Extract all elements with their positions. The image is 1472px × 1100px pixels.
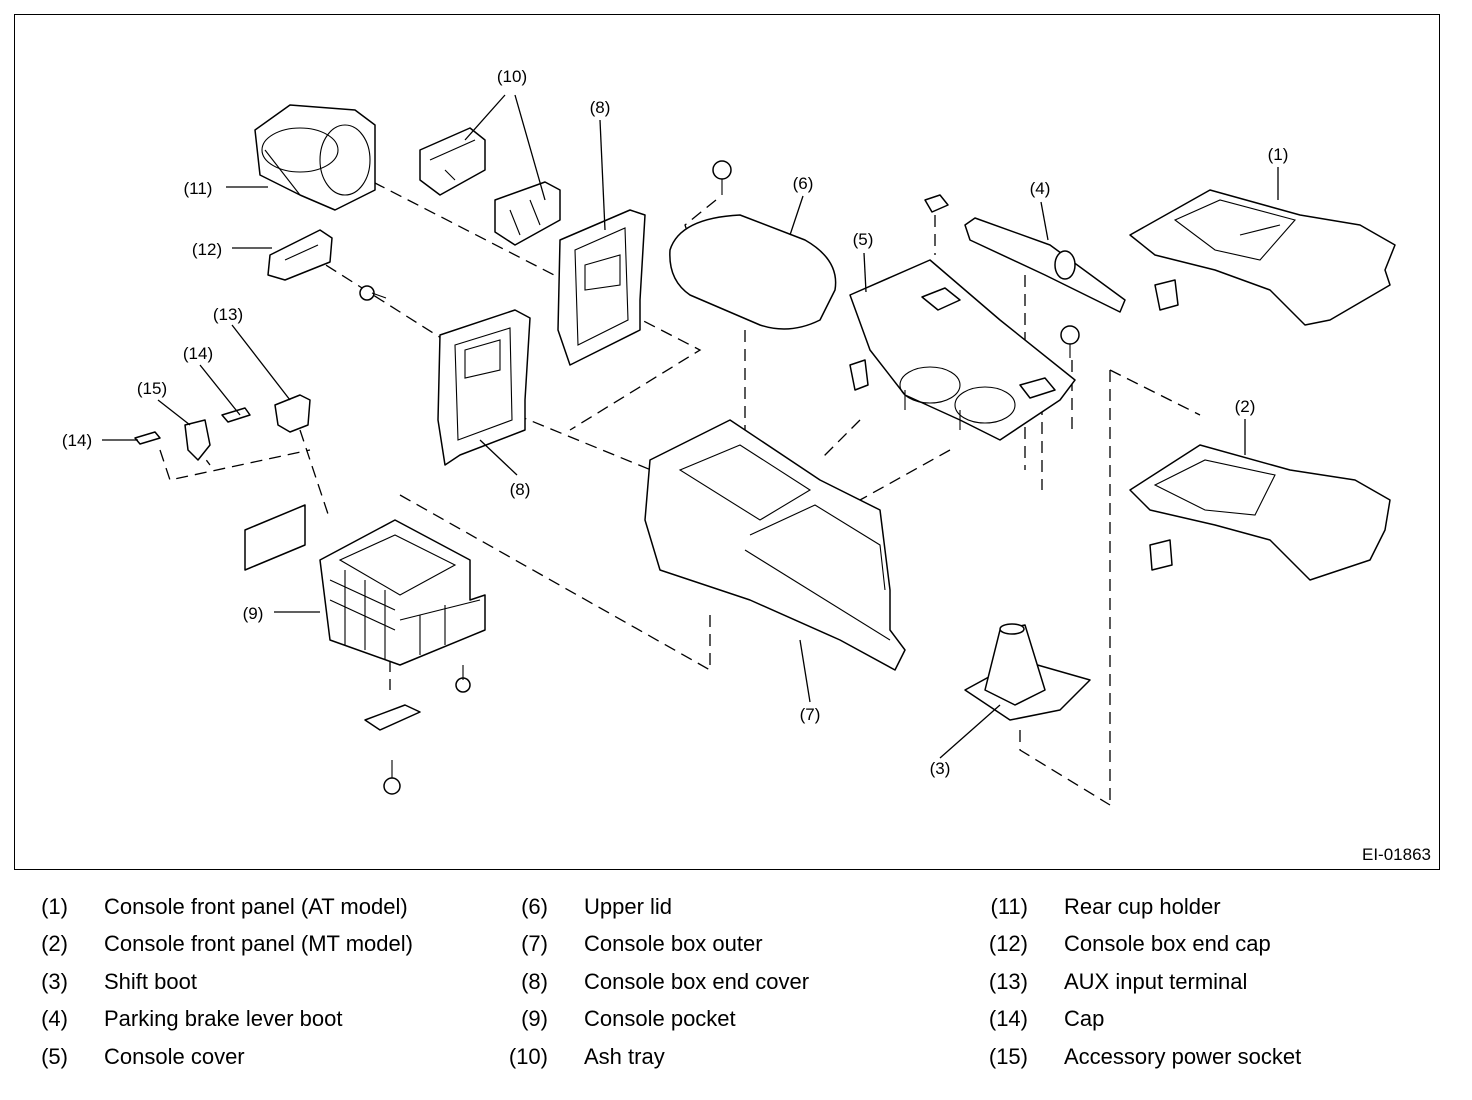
legend-row: (9) Console pocket	[484, 1001, 809, 1039]
legend-row: (1) Console front panel (AT model)	[4, 888, 413, 926]
callout-13: (13)	[213, 305, 243, 324]
legend-label: Console cover	[104, 1043, 245, 1069]
figure-id: EI-01863	[1362, 845, 1431, 864]
legend-label: Console front panel (AT model)	[104, 893, 408, 919]
legend-number: (13)	[988, 968, 1028, 994]
legend-number: (12)	[988, 931, 1028, 957]
legend-row: (7) Console box outer	[484, 926, 809, 964]
alignment-lines	[159, 164, 1201, 806]
exploded-view-diagram: (1) (2) (3) (4) (5) (6) (7) (8) (8) (9) …	[62, 67, 1396, 806]
legend-label: Console front panel (MT model)	[104, 931, 413, 957]
legend-number: (9)	[521, 1006, 548, 1032]
legend-number: (7)	[521, 931, 548, 957]
legend-label: Rear cup holder	[1064, 893, 1221, 919]
console-box-end-cover-lower	[437, 309, 531, 466]
legend-label: Cap	[1064, 1006, 1105, 1032]
legend-label: Accessory power socket	[1064, 1043, 1302, 1069]
legend-number: (6)	[521, 893, 548, 919]
callout-5: (5)	[853, 230, 874, 249]
legend-row: (4) Parking brake lever boot	[4, 1001, 413, 1039]
legend-label: Shift boot	[104, 968, 197, 994]
legend-row: (11) Rear cup holder	[964, 888, 1301, 926]
legend-number: (15)	[988, 1043, 1028, 1069]
callout-10: (10)	[497, 67, 527, 86]
legend-row: (5) Console cover	[4, 1038, 413, 1076]
legend-label: Upper lid	[584, 893, 673, 919]
legend-label: Ash tray	[584, 1043, 665, 1069]
callout-9: (9)	[243, 604, 264, 623]
callout-14-upper: (14)	[183, 344, 213, 363]
legend-row: (8) Console box end cover	[484, 963, 809, 1001]
callout-11: (11)	[184, 179, 213, 198]
callout-15: (15)	[137, 379, 167, 398]
callout-labels: (1) (2) (3) (4) (5) (6) (7) (8) (8) (9) …	[62, 67, 1289, 778]
console-pocket	[244, 504, 486, 731]
diagram-frame: EI-01863	[14, 14, 1440, 870]
legend-number: (1)	[41, 893, 68, 919]
screws	[359, 160, 1080, 795]
legend-row: (3) Shift boot	[4, 963, 413, 1001]
legend-number: (11)	[990, 893, 1029, 919]
callout-8-upper: (8)	[590, 98, 611, 117]
legend-number: (14)	[988, 1006, 1028, 1032]
parking-brake-lever-boot	[964, 217, 1126, 313]
callout-3: (3)	[930, 759, 951, 778]
legend-label: Console box outer	[584, 931, 763, 957]
legend-row: (6) Upper lid	[484, 888, 809, 926]
legend-label: Console box end cap	[1064, 931, 1271, 957]
legend-label: Console box end cover	[584, 968, 810, 994]
rear-cup-holder	[254, 104, 376, 211]
legend-column-1: (1) Console front panel (AT model) (2) Con…	[4, 888, 413, 1076]
legend-number: (8)	[521, 968, 548, 994]
callout-12: (12)	[192, 240, 222, 259]
leader-lines	[102, 94, 1279, 759]
aux-input-terminal	[274, 394, 311, 433]
legend-row: (10) Ash tray	[484, 1038, 809, 1076]
legend-number: (2)	[41, 931, 68, 957]
legend-column-2: (6) Upper lid (7) Console box outer (8) Con…	[484, 888, 809, 1076]
callout-8-lower: (8)	[510, 480, 531, 499]
console-box-end-cap	[267, 229, 333, 281]
legend-number: (10)	[508, 1043, 548, 1069]
console-cover	[849, 194, 1076, 441]
legend-row: (12) Console box end cap	[964, 926, 1301, 964]
callout-4: (4)	[1030, 179, 1051, 198]
callout-1: (1)	[1268, 145, 1289, 164]
console-front-panel-mt	[1129, 444, 1391, 581]
legend-row: (14) Cap	[964, 1001, 1301, 1039]
console-front-panel-at	[1129, 189, 1396, 326]
legend-number: (4)	[41, 1006, 68, 1032]
legend-row: (15) Accessory power socket	[964, 1038, 1301, 1076]
legend-number: (3)	[41, 968, 68, 994]
upper-lid	[669, 214, 837, 330]
callout-2: (2)	[1235, 397, 1256, 416]
accessory-power-socket	[184, 419, 211, 461]
legend-column-3: (11) Rear cup holder (12) Console box end …	[964, 888, 1301, 1076]
ash-tray	[419, 127, 561, 246]
legend-row: (2) Console front panel (MT model)	[4, 926, 413, 964]
callout-7: (7)	[800, 705, 821, 724]
legend-label: Parking brake lever boot	[104, 1006, 343, 1032]
console-box-end-cover-upper	[557, 209, 646, 366]
callout-6: (6)	[793, 174, 814, 193]
legend-row: (13) AUX input terminal	[964, 963, 1301, 1001]
cap-upper	[221, 407, 251, 423]
legend-number: (5)	[41, 1043, 68, 1069]
legend-label: Console pocket	[584, 1006, 736, 1032]
cap-lower	[134, 431, 161, 445]
parts-legend: (1) Console front panel (AT model) (2) Con…	[0, 888, 1472, 1088]
legend-label: AUX input terminal	[1064, 968, 1248, 994]
shift-boot	[964, 623, 1091, 721]
callout-14-lower: (14)	[62, 431, 92, 450]
console-box-outer	[644, 419, 906, 671]
